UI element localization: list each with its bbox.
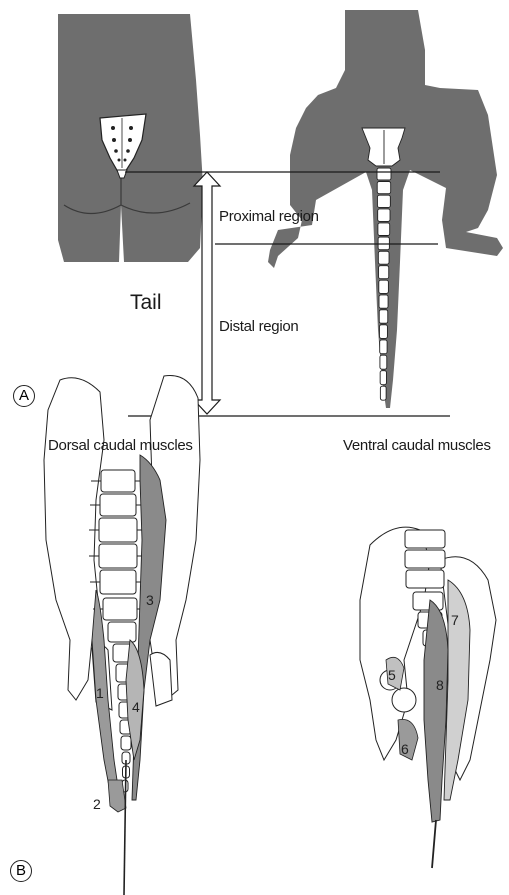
caudal-vertebra (380, 386, 386, 400)
tail-label: Tail (130, 292, 162, 313)
muscle-number-6: 6 (401, 742, 409, 756)
ventral-caudal-muscles-title: Ventral caudal muscles (343, 438, 491, 453)
caudal-vertebra (379, 266, 389, 279)
caudal-vertebra (380, 371, 386, 385)
ventral-vertebra (413, 592, 443, 610)
dorsal-vertebra (100, 494, 136, 516)
proximal-region-label: Proximal region (219, 209, 319, 224)
ventral-vertebra (405, 530, 445, 548)
muscle-number-7: 7 (451, 613, 459, 627)
dorsal-vertebra (99, 518, 137, 542)
panel-a-label: A (13, 385, 35, 407)
muscle-number-3: 3 (146, 593, 154, 607)
muscle-number-2: 2 (93, 797, 101, 811)
dorsal-vertebra (100, 570, 136, 594)
caudal-vertebra (380, 355, 387, 369)
dorsal-vertebra (101, 470, 135, 492)
dorsal-caudal-muscles-title: Dorsal caudal muscles (48, 438, 193, 453)
dorsal-vertebra (99, 544, 137, 568)
caudal-vertebra (379, 295, 388, 308)
caudal-vertebra (378, 223, 390, 236)
dorsal-vertebra (108, 622, 136, 642)
caudal-vertebra (377, 168, 391, 180)
caudal-vertebra (378, 251, 389, 264)
distal-region-label: Distal region (219, 319, 298, 334)
muscle-number-5: 5 (388, 668, 396, 682)
caudal-vertebra (378, 209, 390, 221)
dorsal-vertebra (121, 736, 131, 750)
muscle-number-4: 4 (132, 700, 140, 714)
caudal-vertebra (379, 325, 387, 339)
caudal-vertebra (379, 310, 388, 324)
ventral-vertebra (405, 550, 445, 568)
caudal-vertebra (380, 340, 387, 354)
muscle-number-8: 8 (436, 678, 444, 692)
panel-b-label: B (10, 860, 32, 882)
ventral-vertebra (406, 570, 444, 588)
muscle-number-1: 1 (96, 686, 104, 700)
dorsal-vertebra (103, 598, 137, 620)
caudal-vertebra (379, 280, 389, 293)
caudal-vertebra (377, 195, 390, 207)
caudal-vertebra (378, 237, 389, 250)
caudal-vertebra (377, 182, 390, 194)
